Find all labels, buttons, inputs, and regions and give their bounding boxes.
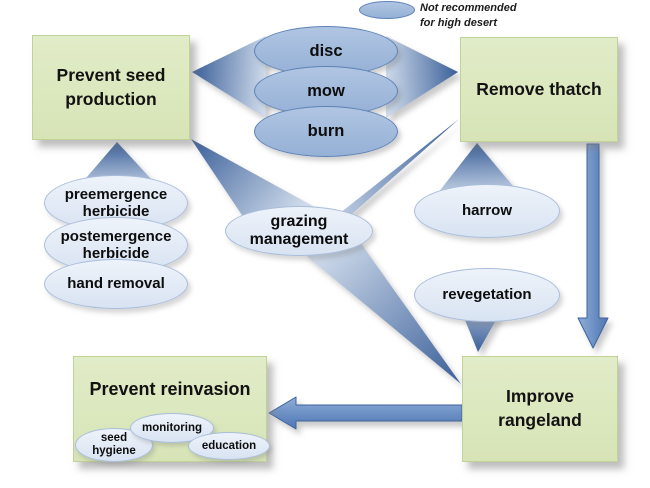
cone-remove-thatch-to-mechanical-methods: [386, 36, 458, 118]
arrow-remove-thatch-to-improve-rangeland: [577, 143, 609, 349]
legend-not-recommended-marker-icon: [359, 1, 415, 19]
ellipse-hand-removal: hand removal: [44, 259, 188, 309]
cone-prevent-seed-to-mechanical-methods: [192, 36, 266, 118]
box-prevent-seed-production: Prevent seed production: [32, 35, 190, 140]
ellipse-harrow: harrow: [414, 184, 560, 238]
legend-note: Not recommended for high desert: [420, 2, 517, 29]
arrow-improve-rangeland-to-prevent-reinvasion: [268, 396, 463, 430]
ellipse-education: education: [188, 432, 270, 460]
ellipse-grazing-management: grazing management: [225, 206, 373, 256]
box-improve-rangeland: Improve rangeland: [462, 356, 618, 462]
ellipse-burn: burn: [254, 106, 398, 157]
ellipse-revegetation: revegetation: [414, 268, 560, 322]
box-remove-thatch: Remove thatch: [460, 37, 618, 142]
cone-improve-rangeland-to-grazing-management: [303, 238, 461, 384]
